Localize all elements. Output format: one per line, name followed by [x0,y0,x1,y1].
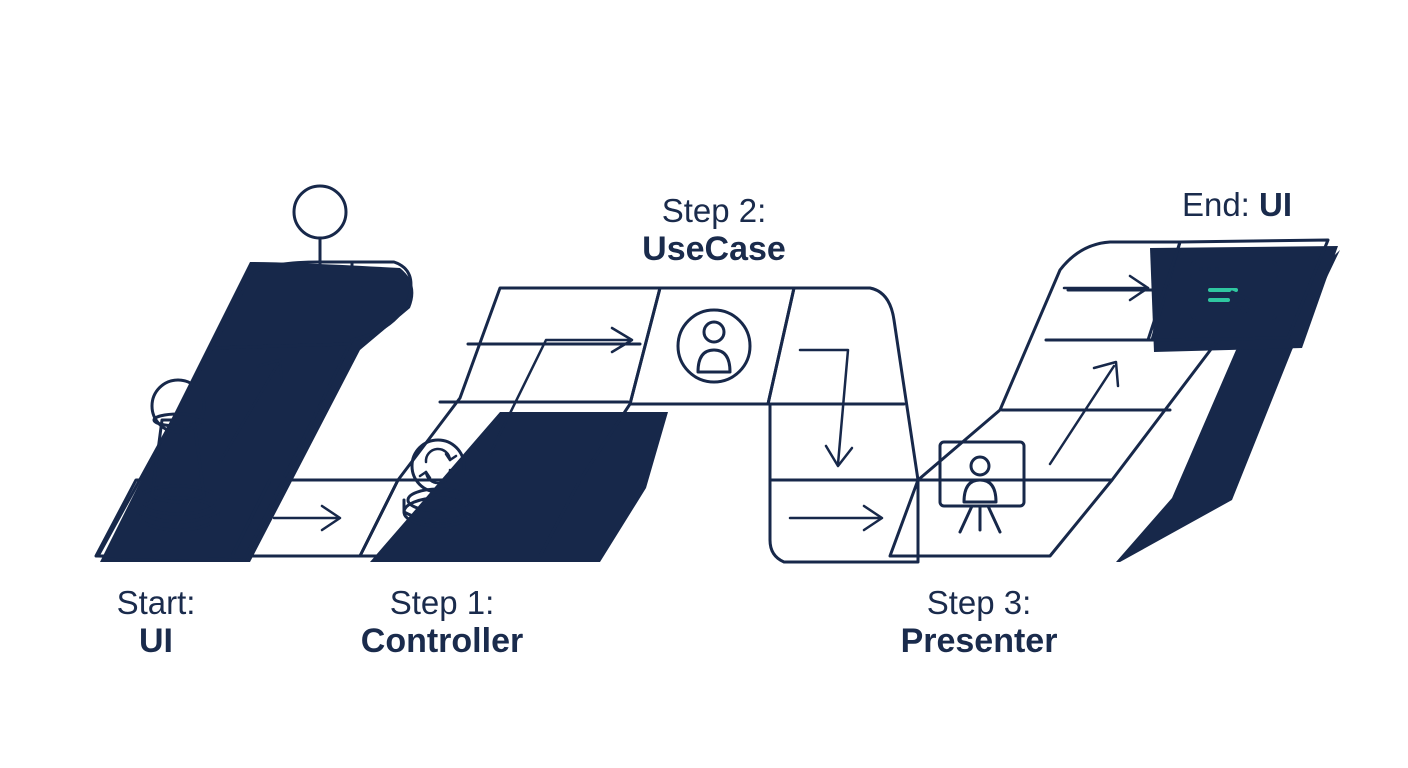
step3-label: Step 3: Presenter [868,584,1090,661]
step2-label: Step 2: UseCase [604,192,824,269]
step1-name: Controller [360,621,524,660]
left-rise-tiles [96,342,352,562]
arrow-step1-to-step2 [488,326,634,456]
end-label: End: UI [1152,186,1322,224]
start-name: UI [139,621,173,660]
step2-prefix: Step 2: [661,192,767,229]
step1-label: Step 1: Controller [332,584,552,661]
step3-prefix: Step 3: [926,584,1032,621]
pawn-icon [136,378,220,532]
presenter-easel-icon [938,440,1026,534]
arrow-right-icon [272,504,342,532]
top-left-pad [210,260,413,350]
step2-name: UseCase [642,229,786,268]
end-name: UI [1259,186,1293,223]
arrow-presenter-to-end [1048,360,1120,466]
start-prefix: Start: [116,584,196,621]
user-circle-icon [676,308,752,384]
start-label: Start: UI [100,584,212,661]
controller-token-icon [402,438,474,528]
drop-tiles [766,286,920,564]
arrow-right-to-end [1062,274,1150,302]
arrow-down-icon [798,348,854,468]
browser-window-icon [1190,260,1278,320]
arrow-right-to-presenter [788,504,884,532]
step3-name: Presenter [900,621,1058,660]
arrow-diagonal-icon [218,358,284,464]
usecase-tile [628,286,796,406]
end-prefix: End: [1181,186,1250,223]
step1-prefix: Step 1: [389,584,495,621]
presenter-tile [888,478,1114,558]
hierarchy-icon [292,184,363,308]
end-tile [1146,238,1330,342]
